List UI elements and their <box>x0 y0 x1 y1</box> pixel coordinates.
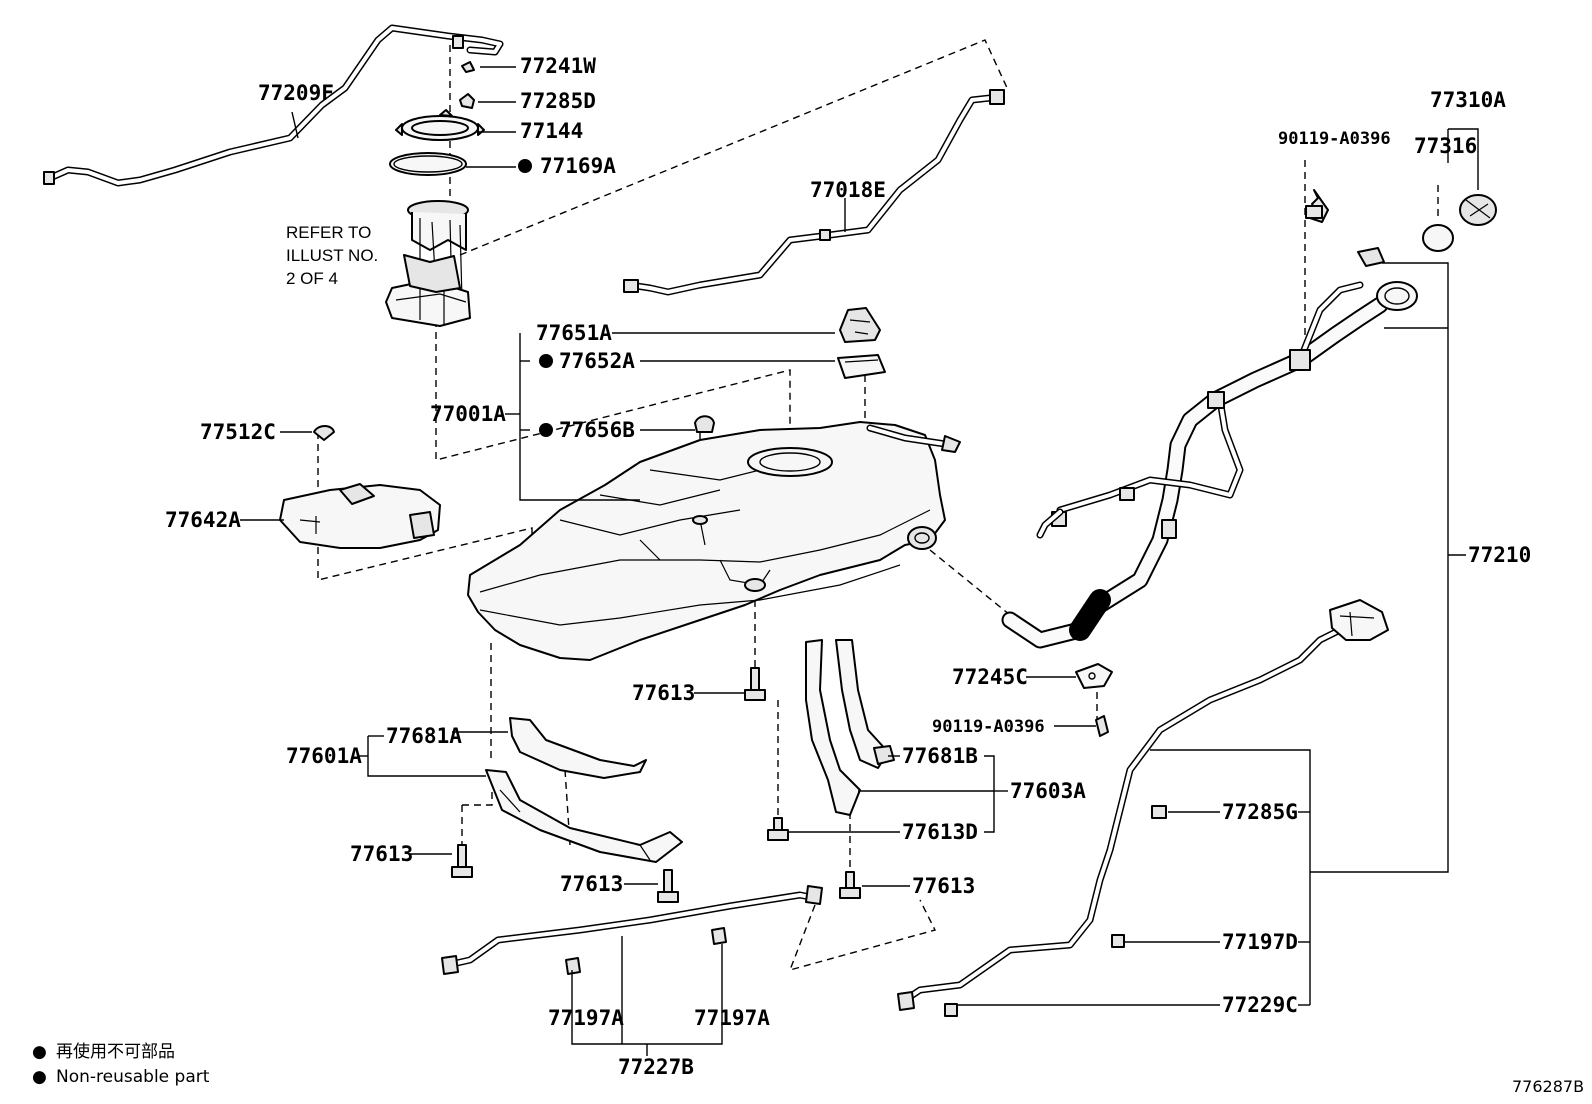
non-reusable-marker <box>539 423 553 437</box>
label-77018E[interactable]: 77018E <box>810 178 886 202</box>
label-90119-top[interactable]: 90119-A0396 <box>1278 129 1391 149</box>
label-77652A[interactable]: 77652A <box>559 349 635 373</box>
bolt-icon <box>839 871 861 899</box>
fuel-pipe-77018E <box>623 89 1005 296</box>
bolt-icon <box>744 667 766 701</box>
fuel-pump-parts <box>385 61 485 327</box>
label-77656B[interactable]: 77656B <box>559 418 635 442</box>
tank-protector <box>279 425 441 549</box>
bracket-77245C <box>1075 663 1113 737</box>
fuel-pipe-lower-right <box>897 599 1389 1017</box>
label-77245C[interactable]: 77245C <box>952 665 1028 689</box>
legend: ● 再使用不可部品 ● Non-reusable part <box>32 1041 210 1087</box>
label-77512C[interactable]: 77512C <box>200 420 276 444</box>
non-reusable-marker <box>518 159 532 173</box>
label-77601A[interactable]: 77601A <box>286 744 362 768</box>
bolt-icon <box>451 844 473 878</box>
tank-strap-rear <box>805 639 895 816</box>
label-77229C[interactable]: 77229C <box>1222 993 1298 1017</box>
tank-strap-front <box>485 717 683 863</box>
label-77227B[interactable]: 77227B <box>618 1055 694 1079</box>
legend-text-en: Non-reusable part <box>56 1067 210 1087</box>
label-77613D[interactable]: 77613D <box>902 820 978 844</box>
label-77651A[interactable]: 77651A <box>536 321 612 345</box>
label-77169A[interactable]: 77169A <box>540 154 616 178</box>
legend-text-jp: 再使用不可部品 <box>56 1041 175 1062</box>
non-reusable-marker <box>539 354 553 368</box>
bolt-icon <box>657 869 679 903</box>
bolt-icon <box>767 817 789 841</box>
refer-note-line1: REFER TO <box>286 223 371 242</box>
label-77144[interactable]: 77144 <box>520 119 583 143</box>
label-77681B[interactable]: 77681B <box>902 744 978 768</box>
refer-note-line2: ILLUST NO. <box>286 246 378 265</box>
bolts-77613 <box>451 667 861 903</box>
label-77285D[interactable]: 77285D <box>520 89 596 113</box>
label-77613-a[interactable]: 77613 <box>632 681 695 705</box>
refer-note-line3: 2 OF 4 <box>286 269 338 288</box>
label-77197D[interactable]: 77197D <box>1222 930 1298 954</box>
label-90119-mid[interactable]: 90119-A0396 <box>932 717 1045 737</box>
label-77241W[interactable]: 77241W <box>520 54 596 78</box>
legend-bullet-jp: ● <box>32 1042 47 1062</box>
fuel-pipe-77209F <box>43 24 504 187</box>
label-77285G[interactable]: 77285G <box>1222 800 1298 824</box>
legend-bullet-en: ● <box>32 1067 47 1087</box>
leader-lines <box>240 66 1479 1056</box>
fuel-tank <box>467 421 961 661</box>
label-77603A[interactable]: 77603A <box>1010 779 1086 803</box>
filler-pipe-77210 <box>1001 247 1418 649</box>
label-77613-b[interactable]: 77613 <box>350 842 413 866</box>
label-77197A-2[interactable]: 77197A <box>694 1006 770 1030</box>
label-77210[interactable]: 77210 <box>1468 543 1531 567</box>
fuel-pipe-77227B <box>441 885 823 975</box>
tank-small-parts <box>694 307 886 433</box>
filler-cap-parts <box>1305 189 1497 252</box>
label-77613-c[interactable]: 77613 <box>560 872 623 896</box>
illustration-id: 776287B <box>1512 1077 1584 1096</box>
label-77310A[interactable]: 77310A <box>1430 88 1506 112</box>
label-77197A-1[interactable]: 77197A <box>548 1006 624 1030</box>
label-77642A[interactable]: 77642A <box>165 508 241 532</box>
label-77316[interactable]: 77316 <box>1414 134 1477 158</box>
label-77681A[interactable]: 77681A <box>386 724 462 748</box>
part-labels: 77209F 77241W 77285D 77144 77169A REFER … <box>165 54 1531 1079</box>
label-77001A[interactable]: 77001A <box>430 402 506 426</box>
label-77209F[interactable]: 77209F <box>258 81 334 105</box>
label-77613-d[interactable]: 77613 <box>912 874 975 898</box>
